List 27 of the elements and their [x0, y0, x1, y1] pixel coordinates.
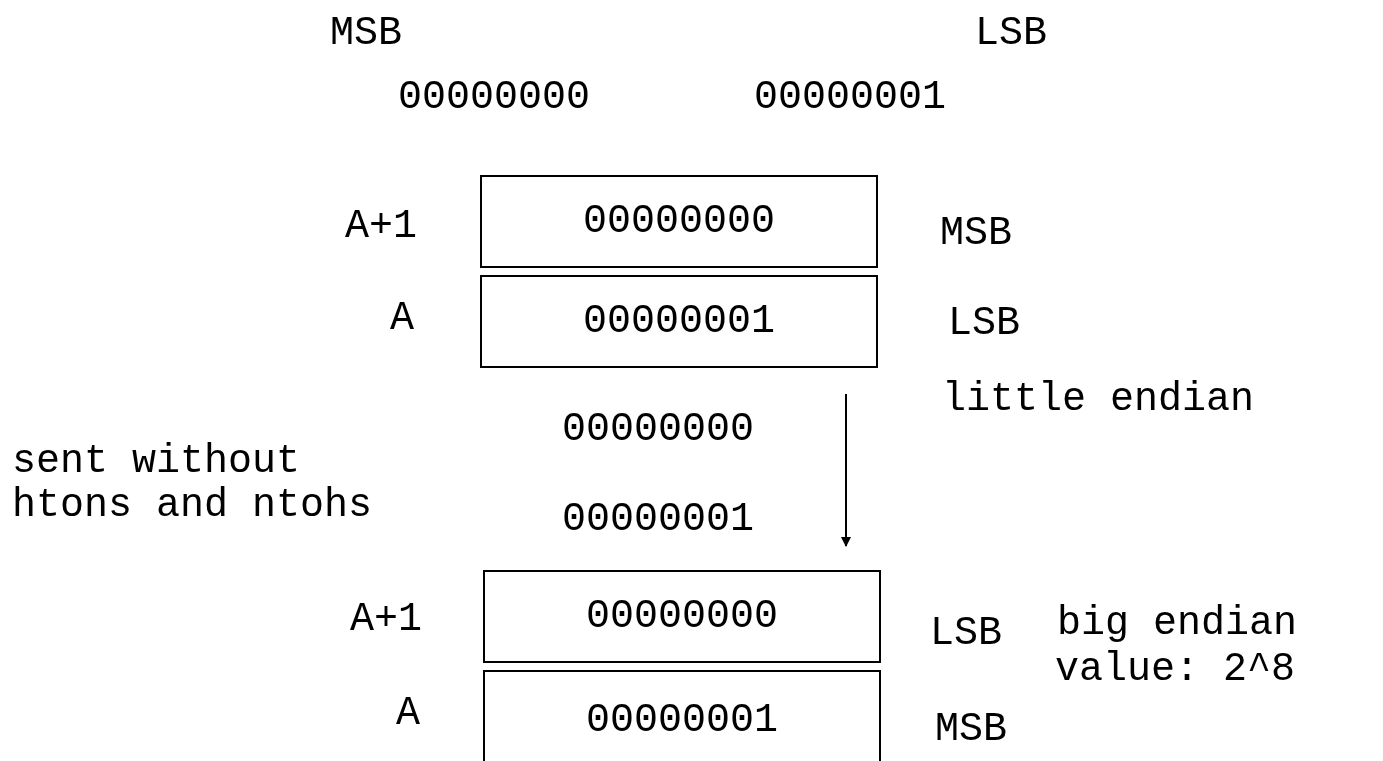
- memory-cell: [480, 175, 878, 268]
- bit-order-label: LSB: [930, 612, 1002, 656]
- byte-value: 00000001: [562, 498, 755, 542]
- bit-order-label: MSB: [935, 708, 1007, 752]
- value-text: value: 2^8: [1055, 648, 1296, 692]
- byte-value: 00000001: [586, 697, 778, 743]
- address-label: A: [390, 297, 414, 341]
- bit-order-label: MSB: [940, 212, 1012, 256]
- bit-order-label: LSB: [948, 302, 1020, 346]
- byte-value: 00000001: [583, 299, 775, 344]
- caption-text: big endian: [1057, 602, 1298, 646]
- memory-cell: [480, 275, 878, 368]
- memory-cell: [483, 570, 881, 663]
- byte-value: 00000000: [586, 594, 778, 639]
- caption-text: little endian: [942, 378, 1255, 422]
- byte-value: 00000000: [562, 408, 755, 452]
- address-label: A+1: [345, 205, 417, 249]
- address-label: A: [396, 692, 420, 736]
- byte-value: 00000000: [583, 199, 775, 244]
- bit-order-label: MSB: [330, 12, 402, 56]
- arrow: [841, 393, 851, 547]
- note-text: sent without htons and ntohs: [12, 440, 374, 528]
- byte-value: 00000001: [754, 76, 947, 120]
- memory-cell: [483, 670, 881, 761]
- byte-value: 00000000: [398, 76, 591, 120]
- bit-order-label: LSB: [975, 12, 1047, 56]
- address-label: A+1: [350, 598, 422, 642]
